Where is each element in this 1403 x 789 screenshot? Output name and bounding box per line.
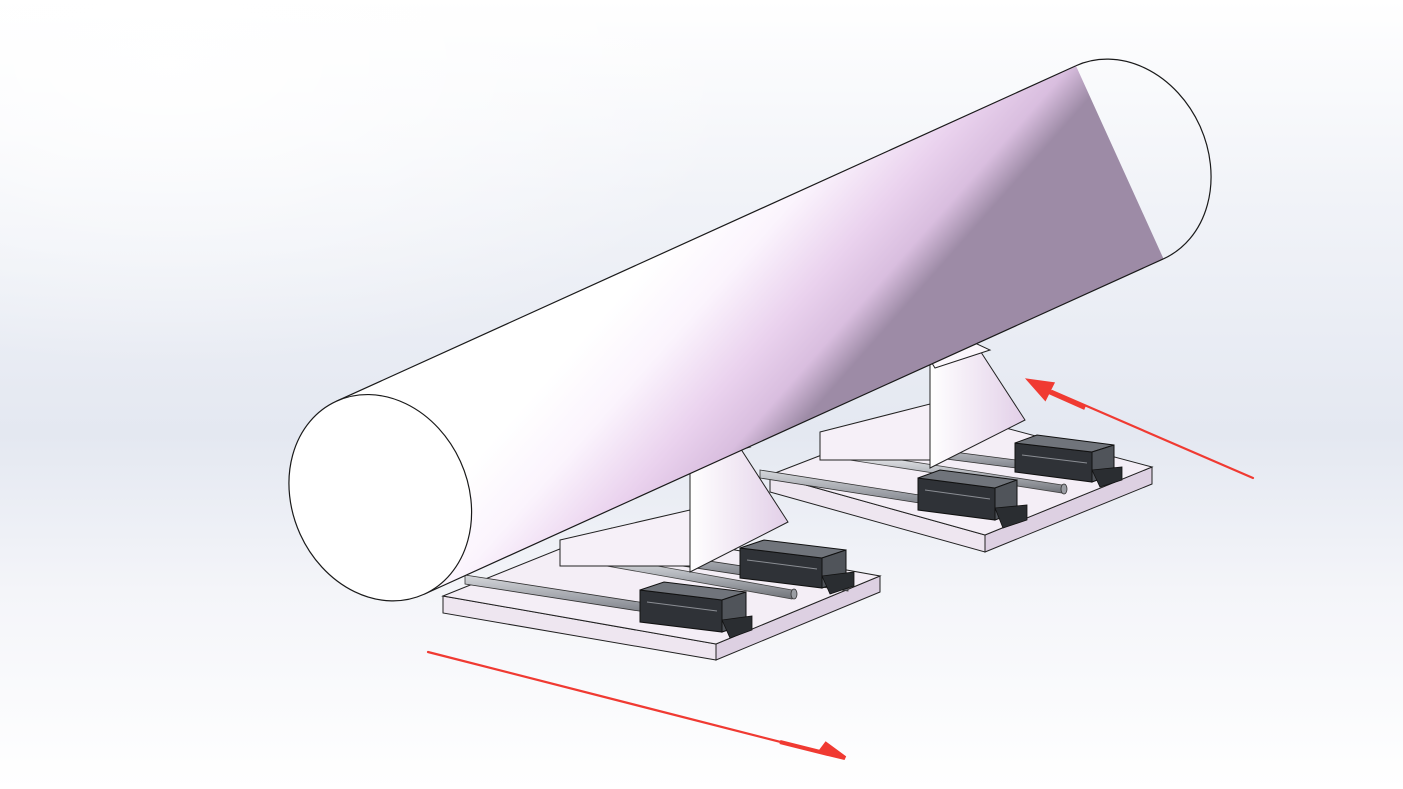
cylinder-end-face — [288, 393, 473, 602]
cylindrical-workpiece — [288, 58, 1212, 602]
carriage-front-1 — [639, 581, 753, 639]
carriage-rear-1 — [917, 469, 1028, 529]
rear-support-assembly — [759, 342, 1154, 553]
v-block-support-rear — [819, 342, 1026, 469]
carriage-rear-2 — [1014, 434, 1123, 488]
motion-arrow-rear — [1024, 378, 1255, 480]
motion-arrow-front — [426, 650, 847, 760]
carriage-front-2 — [739, 539, 855, 595]
front-support-assembly — [441, 439, 882, 661]
